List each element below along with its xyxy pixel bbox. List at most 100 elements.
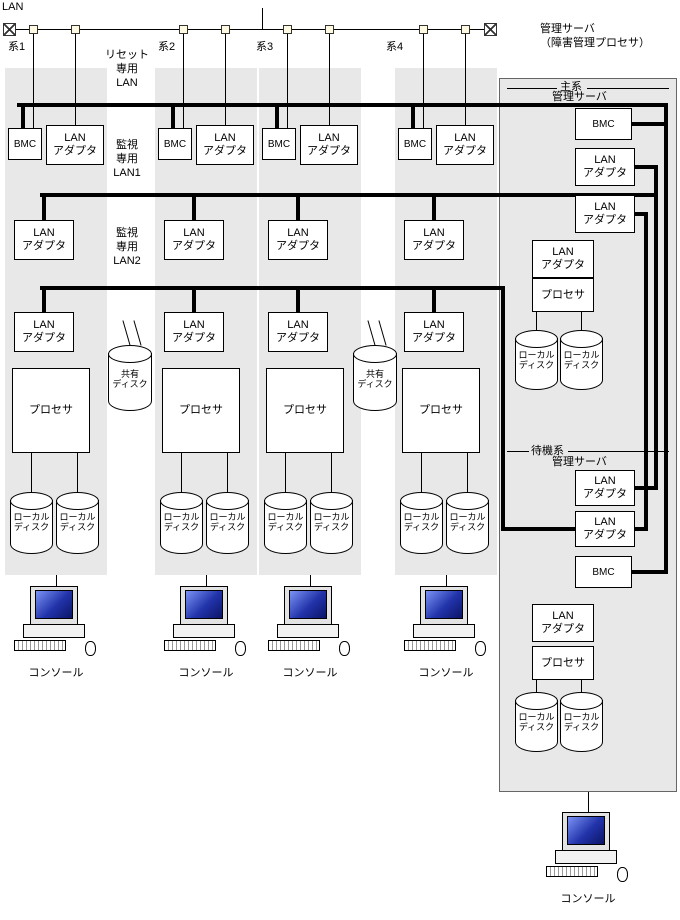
shared-disk-link-line (378, 320, 387, 346)
console-screen-icon (567, 816, 605, 845)
mon1-drop-sys1 (42, 197, 46, 220)
lan-adapter-box-sys3-mon2: LAN アダプタ (268, 312, 328, 352)
lan-drop-sys4-adapter (465, 34, 466, 125)
local-disk: ローカル ディスク (515, 330, 558, 390)
standby-lan2-stub (635, 527, 648, 531)
lan-adapter-box-sys2-mon1: LAN アダプタ (164, 220, 224, 260)
proc-disk-line (331, 453, 332, 492)
standby-lan2-left-stub (505, 527, 575, 531)
console-monitor-icon (30, 586, 78, 626)
lan-adapter-box-standby: LAN アダプタ (532, 604, 594, 642)
console-sys2 (163, 586, 249, 658)
console-mgmt (545, 812, 631, 884)
reset-drop-sys4 (411, 107, 415, 128)
primary-lan1-stub (635, 165, 658, 169)
mgmt-caption-line1: 管理サーバ (540, 23, 595, 35)
lan-adapter-box-sys1-reset: LAN アダプタ (46, 125, 104, 165)
reset-drop-sys1 (21, 107, 25, 128)
primary-bmc-stub (632, 122, 668, 126)
local-disk-label: ローカル ディスク (267, 512, 304, 532)
console-screen-icon (35, 590, 73, 619)
shared-disk: 共有 ディスク (353, 345, 397, 411)
mon1-drop-sys2 (192, 197, 196, 220)
lan-label: LAN (2, 1, 24, 13)
console-screen-icon (425, 590, 463, 619)
local-disk-label: ローカル ディスク (563, 350, 600, 370)
lan-tap (179, 25, 188, 34)
mon2-drop-sys3 (296, 290, 300, 312)
console-cpu-icon (23, 624, 85, 638)
proc-disk-line (421, 453, 422, 492)
shared-disk: 共有 ディスク (108, 345, 152, 411)
shared-disk-link-line (367, 320, 376, 346)
monitor-lan1-vertical (654, 165, 658, 490)
lan-adapter-box-standby-mon2: LAN アダプタ (575, 511, 635, 547)
primary-header-rule (507, 88, 557, 89)
console-link-line (206, 575, 207, 588)
console-label: コンソール (560, 893, 616, 905)
lan-tap (221, 25, 230, 34)
lan-drop-sys1-bmc (33, 34, 34, 128)
console-cpu-icon (173, 624, 235, 638)
local-disk-label: ローカル ディスク (163, 512, 200, 532)
console-monitor-icon (562, 812, 610, 852)
bmc-box-standby: BMC (575, 556, 632, 588)
local-disk-label: ローカル ディスク (518, 350, 555, 370)
lan-adapter-box-sys4-mon1: LAN アダプタ (404, 220, 464, 260)
proc-disk-line (467, 453, 468, 492)
local-disk-label: ローカル ディスク (59, 512, 96, 532)
standby-title: 待機系 (531, 445, 564, 457)
lan-drop-sys1-adapter (75, 34, 76, 125)
processor-box-sys4: プロセサ (402, 368, 480, 453)
mon1-drop-sys3 (296, 197, 300, 220)
console-monitor-icon (420, 586, 468, 626)
console-link-line (446, 575, 447, 588)
shared-disk-label: 共有 ディスク (112, 369, 148, 389)
standby-lan1-stub (635, 486, 658, 490)
console-mouse-icon (475, 641, 486, 656)
lan-tap (461, 25, 470, 34)
console-link-line (310, 575, 311, 588)
primary-header-rule (587, 88, 669, 89)
processor-box-sys3: プロセサ (266, 368, 344, 453)
console-mouse-icon (339, 641, 350, 656)
bmc-box-sys1: BMC (8, 128, 42, 160)
lan-uplink-line (262, 8, 263, 29)
proc-disk-line (581, 680, 582, 692)
lan-adapter-box-sys1-mon2: LAN アダプタ (14, 312, 74, 352)
processor-box-sys2: プロセサ (162, 368, 240, 453)
console-link-line (588, 792, 589, 812)
lan-adapter-box-sys4-reset: LAN アダプタ (436, 125, 494, 165)
lan-adapter-box-standby-mon1: LAN アダプタ (575, 470, 635, 506)
console-label: コンソール (178, 667, 234, 679)
monitor-lan2-left-vertical (501, 286, 505, 531)
lan-drop-sys4-bmc (423, 34, 424, 128)
console-label: コンソール (418, 667, 474, 679)
proc-disk-line (536, 312, 537, 330)
lan-adapter-box-sys3-mon1: LAN アダプタ (268, 220, 328, 260)
proc-disk-line (77, 453, 78, 492)
console-label: コンソール (282, 667, 338, 679)
console-screen-icon (185, 590, 223, 619)
lan-adapter-box-sys1-mon1: LAN アダプタ (14, 220, 74, 260)
system2-label: 系2 (158, 41, 176, 53)
local-disk: ローカル ディスク (560, 692, 603, 752)
lan-adapter-box-primary-mon1: LAN アダプタ (575, 148, 635, 186)
local-disk: ローカル ディスク (160, 492, 203, 554)
console-keyboard-icon (268, 640, 320, 651)
console-screen-icon (289, 590, 327, 619)
console-mouse-icon (235, 641, 246, 656)
local-disk: ローカル ディスク (515, 692, 558, 752)
shared-disk-link-line (122, 320, 131, 346)
processor-box-standby: プロセサ (532, 646, 594, 680)
local-disk: ローカル ディスク (560, 330, 603, 390)
local-disk-label: ローカル ディスク (13, 512, 50, 532)
local-disk-label: ローカル ディスク (518, 712, 555, 732)
console-label: コンソール (28, 667, 84, 679)
local-disk-label: ローカル ディスク (563, 712, 600, 732)
local-disk-label: ローカル ディスク (313, 512, 350, 532)
bmc-box-primary: BMC (575, 108, 632, 140)
local-disk: ローカル ディスク (56, 492, 99, 554)
monitor-lan2-line (40, 286, 505, 290)
mon2-drop-sys1 (42, 290, 46, 312)
